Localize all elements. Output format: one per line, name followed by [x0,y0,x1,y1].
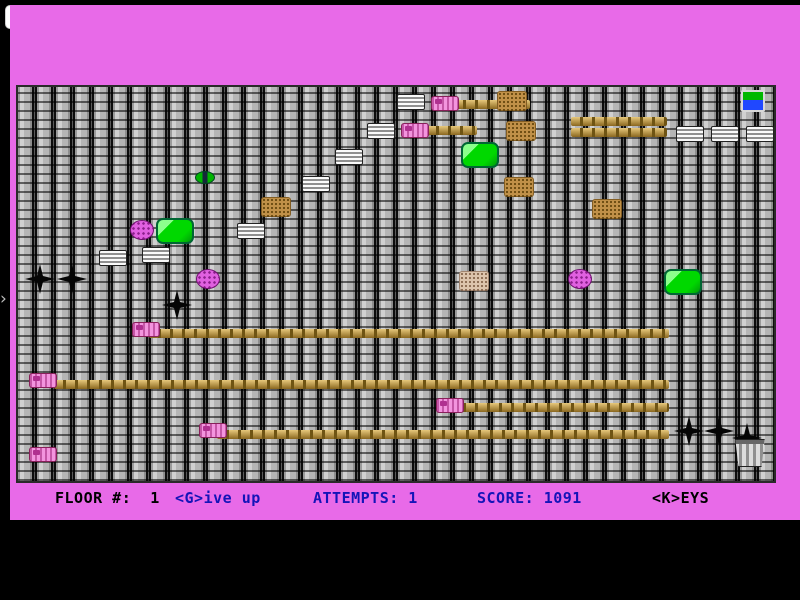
rope-sprite [454,100,530,109]
vent-sprite [676,126,704,142]
ball-sprite [196,269,220,289]
game-page: FLOOR #: 1 <G>ive up ATTEMPTS: 1 SCORE: 109… [10,5,800,520]
vent-sprite [142,247,170,263]
patch-sprite [506,121,536,141]
ball-sprite [130,220,154,240]
star-sprite [162,290,192,320]
star-sprite [57,264,87,294]
star-sprite [25,264,55,294]
vent-sprite [302,176,330,192]
vent-sprite [335,149,363,165]
patch-light-sprite [459,271,489,291]
tank-sprite [431,96,459,111]
vent-sprite [99,250,127,266]
status-segment-1: <G>ive up [175,489,261,507]
pill-sprite [461,142,499,168]
vent-sprite [711,126,739,142]
tank-sprite [436,398,464,413]
status-segment-3: SCORE: 1091 [477,489,582,507]
rope-sprite [54,380,669,389]
patch-sprite [592,199,622,219]
tank-sprite [29,373,57,388]
status-segment-4: <K>EYS [652,489,710,507]
rope-sprite [217,430,669,439]
tank-sprite [29,447,57,462]
trash-sprite [735,439,765,467]
vent-sprite [367,123,395,139]
tank-sprite [132,322,160,337]
status-segment-0: FLOOR #: 1 [55,489,160,507]
machine-sprite [741,90,765,112]
patch-sprite [497,91,527,111]
star-sprite [674,416,704,446]
star-sprite [704,416,734,446]
rope-sprite [149,329,669,338]
rope-sprite [454,403,669,412]
patch-sprite [504,177,534,197]
rope-sprite [427,126,477,135]
chevron-right-icon: › [0,289,7,309]
vent-sprite [397,94,425,110]
tank-sprite [199,423,227,438]
ball-sprite [568,269,592,289]
pill-sprite [664,269,702,295]
fly-sprite [195,171,215,184]
sidebar-toggle-button[interactable]: › [0,286,12,312]
tank-sprite [401,123,429,138]
pill-sprite [156,218,194,244]
vent-sprite [237,223,265,239]
status-segment-2: ATTEMPTS: 1 [313,489,418,507]
vent-sprite [746,126,774,142]
rope-sprite [571,117,667,126]
patch-sprite [261,197,291,217]
rope-sprite [571,128,667,137]
status-bar: FLOOR #: 1 <G>ive up ATTEMPTS: 1 SCORE: 109… [10,487,800,511]
game-screen[interactable] [16,85,776,483]
